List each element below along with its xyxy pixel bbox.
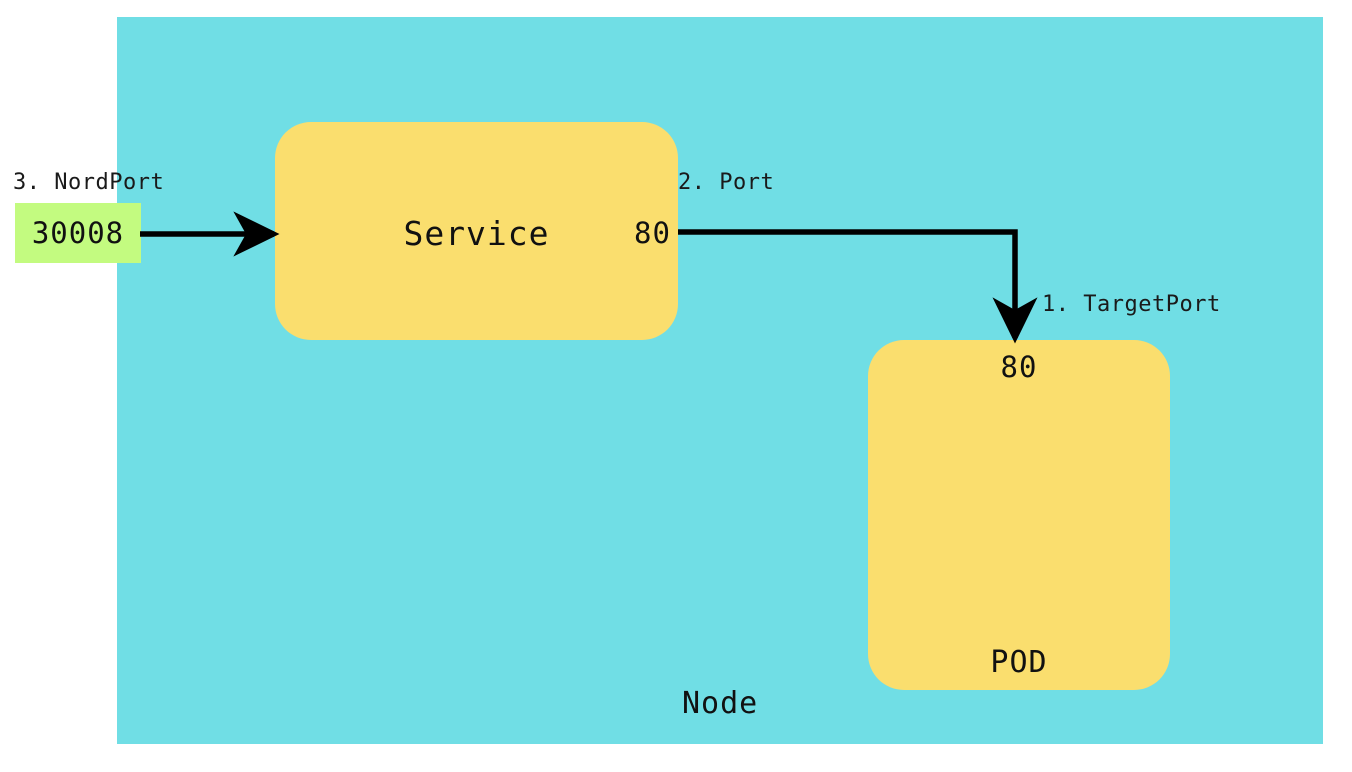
nodeport-value: 30008 bbox=[31, 216, 125, 250]
annotation-targetport: 1. TargetPort bbox=[1042, 292, 1221, 317]
pod-box bbox=[868, 340, 1170, 690]
service-port-value: 80 bbox=[634, 216, 671, 250]
nodeport-badge bbox=[15, 203, 141, 263]
service-label: Service bbox=[403, 214, 550, 253]
pod-target-port-value: 80 bbox=[1000, 350, 1038, 384]
service-box bbox=[275, 122, 678, 340]
node-label: Node bbox=[682, 686, 759, 721]
annotation-nodeport: 3. NordPort bbox=[13, 170, 165, 195]
pod-label: POD bbox=[990, 645, 1048, 680]
annotation-port: 2. Port bbox=[678, 170, 775, 195]
